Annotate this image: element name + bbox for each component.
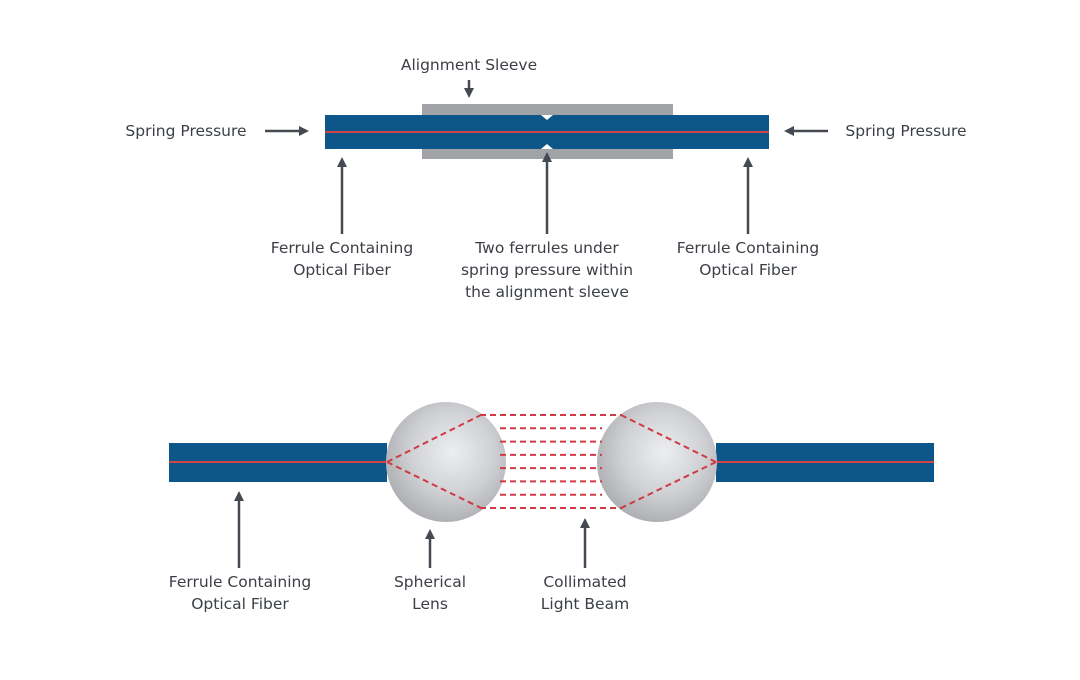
bottom-connector	[169, 402, 934, 522]
label-center-3: the alignment sleeve	[465, 283, 629, 301]
label-alignment-sleeve: Alignment Sleeve	[401, 56, 537, 74]
label-ferrule-right-2: Optical Fiber	[699, 261, 797, 279]
label-center-2: spring pressure within	[461, 261, 633, 279]
label-lens-1: Spherical	[394, 573, 466, 591]
collimated-beam	[386, 414, 717, 509]
label-ferrule-left-1: Ferrule Containing	[271, 239, 413, 257]
converging-ray	[386, 461, 482, 509]
bottom-labels: Ferrule Containing Optical Fiber Spheric…	[169, 573, 629, 613]
label-center-1: Two ferrules under	[474, 239, 619, 257]
label-ferrule-left-2: Optical Fiber	[293, 261, 391, 279]
contact-notch-bottom	[541, 144, 553, 149]
top-connector	[325, 104, 769, 159]
top-arrows	[265, 80, 828, 234]
label-lens-2: Lens	[412, 595, 448, 613]
label-ferrule-right-1: Ferrule Containing	[677, 239, 819, 257]
label-spring-pressure-right: Spring Pressure	[845, 122, 966, 140]
label-beam-1: Collimated	[543, 573, 626, 591]
spherical-lens-right	[597, 402, 717, 522]
contact-notch-top	[541, 115, 553, 120]
top-labels: Alignment Sleeve Spring Pressure Spring …	[125, 56, 966, 301]
label-bottom-ferrule-2: Optical Fiber	[191, 595, 289, 613]
label-spring-pressure-left: Spring Pressure	[125, 122, 246, 140]
label-bottom-ferrule-1: Ferrule Containing	[169, 573, 311, 591]
label-beam-2: Light Beam	[541, 595, 629, 613]
spherical-lens-left	[386, 402, 506, 522]
converging-ray	[386, 414, 482, 463]
converging-ray	[620, 461, 717, 509]
converging-ray	[620, 414, 717, 463]
bottom-arrows	[234, 491, 590, 568]
